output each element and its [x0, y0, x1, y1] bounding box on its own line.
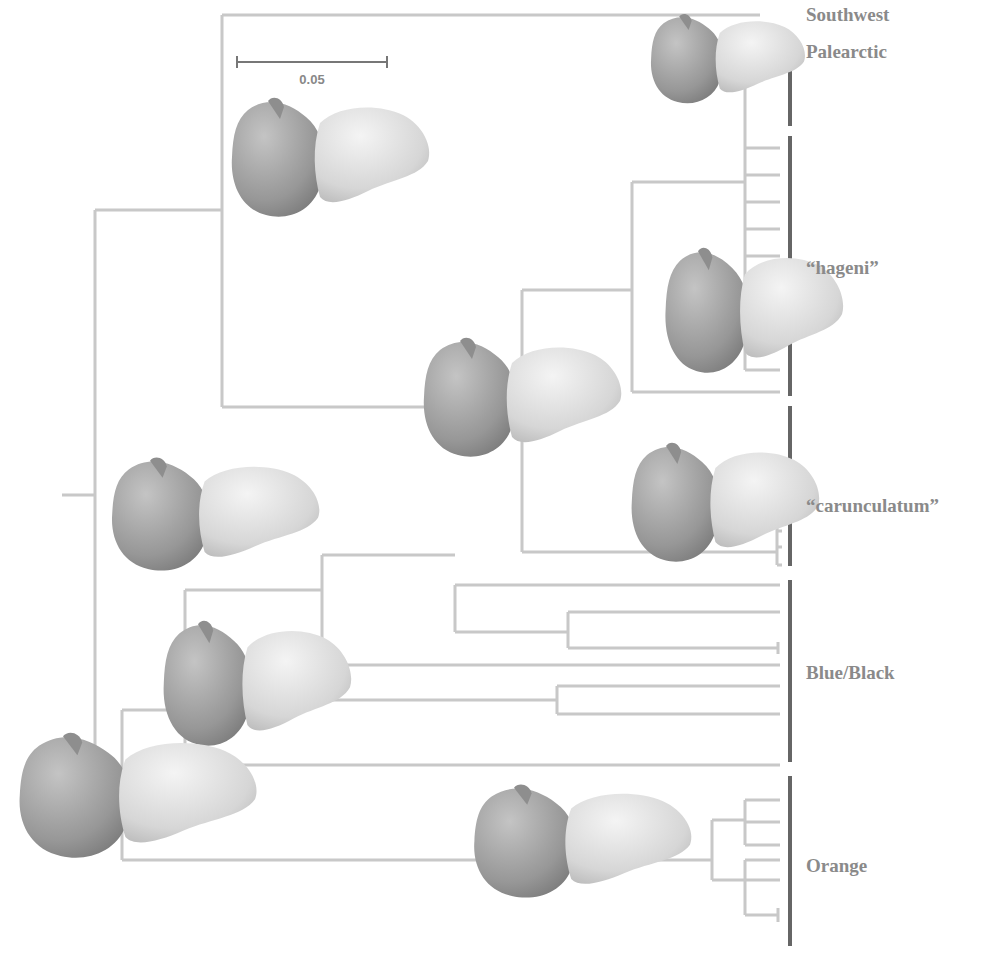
clade-label: Blue/Black [806, 662, 895, 684]
clade-label: Orange [806, 855, 867, 877]
clade-label: “hageni” [806, 257, 879, 279]
clade-label: Palearctic [806, 41, 887, 63]
clade-label: “carunculatum” [806, 495, 939, 517]
scale-bar [237, 56, 387, 68]
clade-label: Southwest [806, 4, 889, 26]
scale-value: 0.05 [299, 69, 324, 91]
shape-renderings [20, 14, 844, 898]
